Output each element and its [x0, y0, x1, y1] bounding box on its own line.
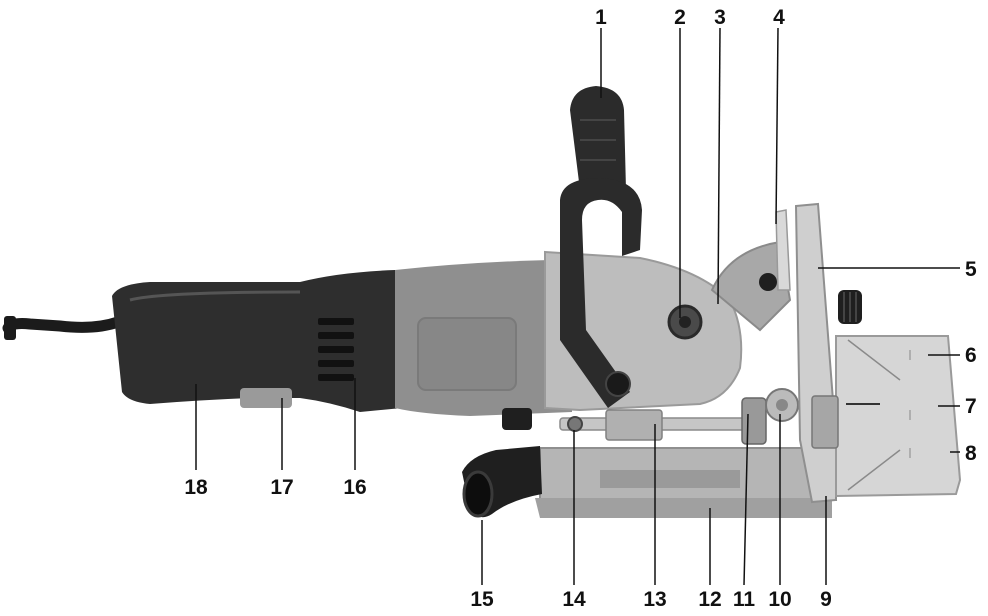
callout-1: 1	[595, 6, 607, 29]
fence-knob	[838, 290, 862, 324]
fence-markings	[846, 339, 911, 491]
handle-knob	[605, 371, 631, 397]
callout-12: 12	[698, 588, 721, 611]
dust-port-opening	[462, 470, 494, 518]
callout-6: 6	[965, 344, 977, 367]
handle-grip-ridges	[580, 119, 616, 161]
on-off-switch	[240, 388, 292, 408]
angle-scale	[775, 209, 791, 291]
callout-17: 17	[270, 476, 293, 499]
callout-3: 3	[714, 6, 726, 29]
callout-11: 11	[733, 588, 756, 611]
callout-18: 18	[184, 476, 208, 499]
callout-7: 7	[965, 395, 977, 418]
callout-14: 14	[562, 588, 586, 611]
motor-label-plate	[417, 317, 517, 391]
callout-8: 8	[965, 442, 977, 465]
power-cord	[2, 316, 124, 334]
base-plate-bottom	[535, 498, 832, 518]
depth-slider	[605, 409, 663, 441]
callout-5: 5	[965, 258, 977, 281]
fence-clamp	[811, 395, 839, 449]
callout-9: 9	[820, 588, 832, 611]
depth-screw	[567, 416, 583, 432]
auxiliary-handle	[570, 86, 626, 190]
callout-13: 13	[643, 588, 666, 611]
height-lock	[741, 397, 767, 445]
callout-2: 2	[674, 6, 686, 29]
leader-lines	[195, 27, 960, 586]
handle-bracket	[560, 178, 642, 408]
vent-slots	[318, 318, 354, 381]
fence-plate	[835, 335, 962, 498]
angle-knob	[759, 273, 777, 291]
base-slot	[600, 470, 740, 488]
callout-16: 16	[343, 476, 366, 499]
callout-4: 4	[773, 6, 785, 29]
handle-highlight	[129, 290, 301, 302]
callout-10: 10	[768, 588, 791, 611]
callout-15: 15	[470, 588, 494, 611]
cord-end	[4, 316, 16, 340]
dust-port-clip	[502, 408, 532, 430]
